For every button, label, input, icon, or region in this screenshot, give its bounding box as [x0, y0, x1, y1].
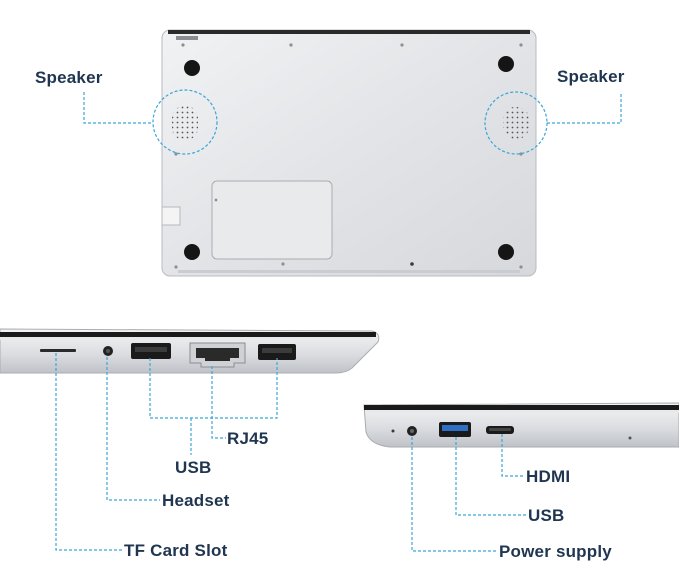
laptop-left-side-view — [0, 328, 380, 374]
hdmi-label: HDMI — [526, 467, 571, 486]
laptop-right-side-view — [363, 402, 679, 448]
tf-card-slot-label: TF Card Slot — [124, 541, 228, 560]
headset-label: Headset — [162, 491, 230, 510]
power-supply-label: Power supply — [499, 542, 612, 561]
speaker-left-label: Speaker — [35, 68, 103, 87]
usb-right-label: USB — [528, 506, 565, 525]
rj45-label: RJ45 — [227, 429, 269, 448]
usb-left-label: USB — [175, 458, 212, 477]
leader-lines — [55, 92, 622, 552]
speaker-right-label: Speaker — [557, 67, 625, 86]
laptop-bottom-view — [152, 29, 548, 277]
